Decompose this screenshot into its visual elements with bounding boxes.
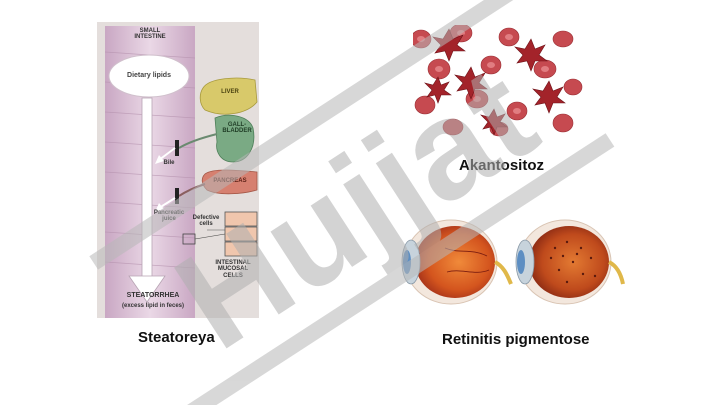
label-steatorrhea-note: (excess lipid in feces) — [121, 303, 185, 309]
caption-retinitis-pigmentose: Retinitis pigmentose — [442, 331, 590, 348]
mucosal-cell-3 — [224, 241, 258, 257]
caption-steatoreya: Steatoreya — [138, 329, 215, 346]
retina-eye-illustrations — [395, 218, 627, 310]
label-intestinal-mucosal-cells: INTESTINAL MUCOSAL CELLS — [215, 260, 251, 279]
caption-akantositoz: Akantositoz — [459, 157, 545, 174]
acanthocytes-micrograph — [413, 25, 585, 137]
mucosal-cell-1 — [224, 211, 258, 227]
label-dietary-lipids: Dietary lipids — [127, 72, 171, 79]
acanthocyte-cells — [424, 28, 566, 136]
blood-cells-illustration — [413, 25, 583, 137]
bile-duct-block — [175, 140, 179, 156]
retinitis-eye — [515, 219, 625, 305]
label-pancreatic-juice: Pancreatic juice — [153, 210, 185, 223]
label-defective-cells: Defective cells — [192, 215, 220, 228]
label-pancreas: PANCREAS — [213, 178, 247, 184]
eye-cross-sections — [401, 219, 625, 305]
label-steatorrhea: STEATORRHEA — [126, 292, 180, 299]
mucosal-cell-2 — [224, 226, 258, 242]
pancreatic-duct-block — [175, 188, 179, 204]
steatorrhea-diagram: SMALL INTESTINE Dietary lipids LIVER GAL… — [97, 22, 259, 318]
healthy-eye — [401, 219, 513, 305]
lipid-flow-arrow-head — [128, 275, 166, 303]
label-bile: Bile — [163, 160, 175, 166]
label-small-intestine: SMALL INTESTINE — [134, 28, 166, 41]
label-liver: LIVER — [221, 89, 239, 95]
lipid-flow-arrow-shaft — [141, 97, 153, 279]
label-gallbladder: GALL- BLADDER — [222, 122, 252, 135]
liver-shape — [199, 77, 258, 115]
